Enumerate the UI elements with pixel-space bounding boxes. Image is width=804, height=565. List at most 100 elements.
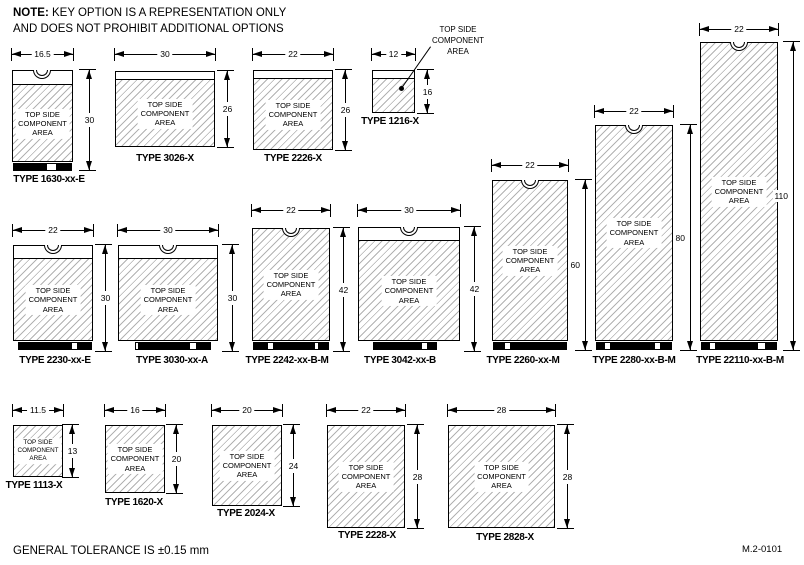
extension-tick — [117, 224, 118, 237]
type-label: TYPE 3026-X — [136, 153, 194, 164]
component-area-label-line: TOP SIDE — [391, 276, 427, 286]
extension-tick — [62, 424, 79, 425]
arrow-down-icon — [563, 519, 570, 528]
width-dimension: 16 — [104, 404, 166, 417]
component-area-label-line: AREA — [157, 304, 179, 314]
component-area-label-line: TOP SIDE — [147, 99, 183, 109]
width-dimension-value: 22 — [45, 225, 61, 235]
component-area-label-line: TOP SIDE — [721, 177, 757, 187]
arrow-right-icon — [324, 51, 333, 57]
type-label: TYPE 1630-xx-E — [13, 174, 85, 185]
extension-tick — [12, 404, 13, 417]
width-dimension-value: 30 — [401, 205, 417, 215]
type-label: TYPE 2260-xx-M — [486, 355, 560, 366]
key-option-note: NOTE: KEY OPTION IS A REPRESENTATION ONL… — [13, 5, 286, 37]
height-dimension-value: 28 — [411, 469, 424, 484]
arrow-left-icon — [115, 51, 124, 57]
component-area-label-line: COMPONENT — [28, 295, 78, 305]
arrow-up-icon — [101, 245, 108, 254]
arrow-up-icon — [789, 42, 796, 51]
extension-tick — [283, 424, 300, 425]
general-tolerance-note: GENERAL TOLERANCE IS ±0.15 mm — [13, 545, 209, 557]
extension-tick — [680, 124, 697, 125]
edge-connector-contacts — [715, 343, 758, 349]
extension-tick — [283, 506, 300, 507]
callout-line: TOP SIDE — [439, 25, 477, 34]
arrow-right-icon — [451, 207, 460, 213]
arrow-left-icon — [12, 51, 21, 57]
width-dimension-value: 12 — [385, 49, 402, 59]
arrow-up-icon — [563, 425, 570, 434]
component-area-label-line: TOP SIDE — [25, 109, 60, 119]
key-notch-inner — [523, 179, 536, 186]
component-area-label-line: AREA — [32, 128, 53, 138]
extension-tick — [222, 244, 239, 245]
height-dimension: 16 — [417, 69, 434, 114]
key-notch-inner — [46, 244, 59, 251]
height-dimension-value: 24 — [287, 458, 300, 473]
height-dimension-value: 26 — [339, 103, 352, 117]
extension-tick — [673, 105, 674, 118]
width-dimension-value: 11.5 — [27, 405, 49, 415]
height-dimension: 60 — [569, 179, 592, 351]
extension-tick — [114, 48, 115, 61]
key-notch-inner — [284, 227, 297, 234]
arrow-down-icon — [339, 342, 346, 351]
extension-tick — [95, 351, 112, 352]
arrow-down-icon — [101, 342, 108, 351]
type-label: TYPE 2228-X — [338, 530, 396, 541]
extension-tick — [464, 226, 481, 227]
arrow-right-icon — [396, 407, 405, 413]
width-dimension: 22 — [251, 204, 331, 217]
card-top-band — [373, 71, 414, 79]
width-dimension-value: 22 — [626, 106, 642, 116]
type-label: TYPE 2226-X — [264, 153, 322, 164]
extension-tick — [62, 477, 79, 478]
arrow-left-icon — [105, 407, 114, 413]
arrow-right-icon — [406, 51, 415, 57]
extension-tick — [557, 528, 574, 529]
edge-connector-strip — [701, 342, 777, 350]
extension-tick — [222, 351, 239, 352]
card-outline — [118, 244, 218, 341]
height-dimension-value: 20 — [170, 452, 183, 466]
width-dimension: 22 — [594, 105, 674, 118]
arrow-left-icon — [253, 51, 262, 57]
extension-tick — [79, 69, 96, 70]
component-area-label-line: TOP SIDE — [150, 285, 186, 295]
key-notch-inner — [627, 124, 640, 131]
component-area-label-line: COMPONENT — [714, 186, 764, 196]
component-area-label-line: AREA — [623, 237, 645, 247]
width-dimension-value: 22 — [285, 49, 301, 59]
arrow-down-icon — [172, 484, 179, 493]
arrow-right-icon — [273, 407, 282, 413]
arrow-down-icon — [68, 468, 75, 477]
component-area-label-line: COMPONENT — [477, 471, 526, 481]
height-dimension: 30 — [222, 244, 239, 352]
extension-tick — [335, 150, 352, 151]
width-dimension: 22 — [326, 404, 406, 417]
component-area-label-line: AREA — [398, 295, 420, 305]
height-dimension: 42 — [333, 227, 350, 352]
component-area-label-line: COMPONENT — [222, 460, 272, 470]
extension-tick — [447, 404, 448, 417]
component-area-label-line: TOP SIDE — [229, 451, 265, 461]
height-dimension-value: 26 — [221, 102, 234, 116]
width-dimension: 30 — [114, 48, 216, 61]
component-area-label-line: AREA — [154, 118, 176, 128]
height-dimension-value: 30 — [83, 113, 96, 127]
callout-line: AREA — [447, 47, 469, 56]
extension-tick — [251, 204, 252, 217]
edge-connector-contacts — [18, 343, 72, 349]
component-area-label-line: AREA — [355, 481, 377, 491]
arrow-left-icon — [252, 207, 261, 213]
arrow-up-icon — [339, 228, 346, 237]
edge-connector-contacts — [77, 343, 92, 349]
extension-tick — [568, 159, 569, 172]
type-label: TYPE 2280-xx-B-M — [592, 355, 676, 366]
